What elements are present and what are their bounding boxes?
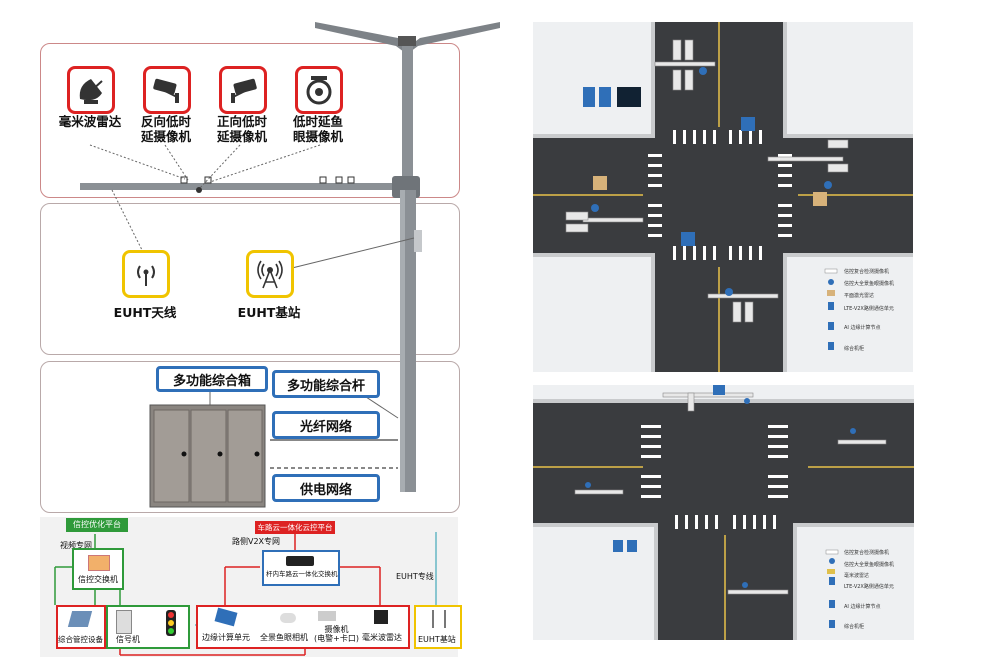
legend-item: LTE-V2X路侧通信单元 xyxy=(844,584,894,590)
cabinet-icon xyxy=(116,610,132,634)
pole-switch-box: 杆内车路云一体化交换机 xyxy=(262,550,340,586)
radar-label: 毫米波雷达 xyxy=(362,633,402,642)
euht-station-box: EUHT基站 xyxy=(414,605,462,649)
edge-devices-box: 边缘计算单元 全景鱼眼相机 摄像机 (电警+卡口) 毫米波雷达 xyxy=(196,605,410,649)
edge-unit-icon xyxy=(214,607,238,627)
signal-switch-box: 信控交换机 xyxy=(72,548,124,590)
video-net-label: 视频专网 xyxy=(60,541,92,550)
fisheye-label: 全景鱼眼相机 xyxy=(260,633,308,642)
intersection-map-top xyxy=(533,22,913,372)
camera-icon xyxy=(318,611,336,621)
signal-platform: 信控优化平台 xyxy=(66,518,128,532)
antenna-icon xyxy=(122,250,170,298)
edge-unit-label: 边缘计算单元 xyxy=(202,633,250,642)
legend-item: 毫米波雷达 xyxy=(844,573,870,579)
pole-switch-label: 杆内车路云一体化交换机 xyxy=(266,570,338,578)
sensor-label-front-camera: 正向低时 延摄像机 xyxy=(216,114,267,144)
sensor-label-fisheye: 低时延鱼 眼摄像机 xyxy=(292,114,343,144)
base-station-icon xyxy=(246,250,294,298)
legend-item: 综合机柜 xyxy=(844,624,865,630)
camera-icon xyxy=(219,66,267,114)
legend-item: 信控复合检测摄像机 xyxy=(844,550,890,556)
traffic-device-label: 综合管控设备 xyxy=(58,635,103,644)
power-network-label: 供电网络 xyxy=(272,474,380,502)
signal-machine-label: 信号机 xyxy=(116,635,140,644)
legend-item: 信控大全景鱼眼摄像机 xyxy=(844,281,895,287)
cabinet-label: 多功能综合箱 xyxy=(156,366,268,392)
legend-item: 平面激光雷达 xyxy=(844,293,875,299)
camera-icon xyxy=(143,66,191,114)
legend-item: AI 边缘计算节点 xyxy=(844,325,881,331)
traffic-device-box: 综合管控设备 xyxy=(56,605,106,649)
network-label-base-station: EUHT基站 xyxy=(237,305,301,320)
cloud-platform: 车路云一体化云控平台 xyxy=(255,521,335,534)
base-station-icon xyxy=(432,610,446,628)
switch-icon xyxy=(286,556,314,566)
fisheye-icon xyxy=(280,613,296,623)
legend-item: 综合机柜 xyxy=(844,346,865,352)
signal-machine-box: 信号机 xyxy=(106,605,190,649)
intersection-map-bottom xyxy=(533,385,914,640)
fiber-network-label: 光纤网络 xyxy=(272,411,380,439)
euht-station-label: EUHT基站 xyxy=(418,635,456,644)
pole-label: 多功能综合杆 xyxy=(272,370,380,398)
device-icon xyxy=(67,611,93,627)
legend-item: 信控大全景鱼眼摄像机 xyxy=(844,562,895,568)
radar-icon xyxy=(374,610,388,624)
pole-drawing xyxy=(80,22,500,508)
camera-label: 摄像机 (电警+卡口) xyxy=(314,625,359,643)
traffic-light-icon xyxy=(166,610,176,636)
radar-icon xyxy=(67,66,115,114)
v2x-net-label: 路侧V2X专网 xyxy=(232,537,281,546)
network-label-antenna: EUHT天线 xyxy=(113,305,177,320)
legend-item: AI 边缘计算节点 xyxy=(844,604,881,610)
sensor-label-rear-camera: 反向低时 延摄像机 xyxy=(140,114,191,144)
signal-switch-label: 信控交换机 xyxy=(78,575,118,584)
sensor-label-radar: 毫米波雷达 xyxy=(58,114,122,129)
euht-line-label: EUHT专线 xyxy=(396,572,434,581)
fisheye-camera-icon xyxy=(295,66,343,114)
legend-item: 信控复合检测摄像机 xyxy=(844,269,890,275)
switch-icon xyxy=(88,555,110,571)
legend-item: LTE-V2X路侧通信单元 xyxy=(844,306,894,312)
system-connectors xyxy=(54,532,437,656)
